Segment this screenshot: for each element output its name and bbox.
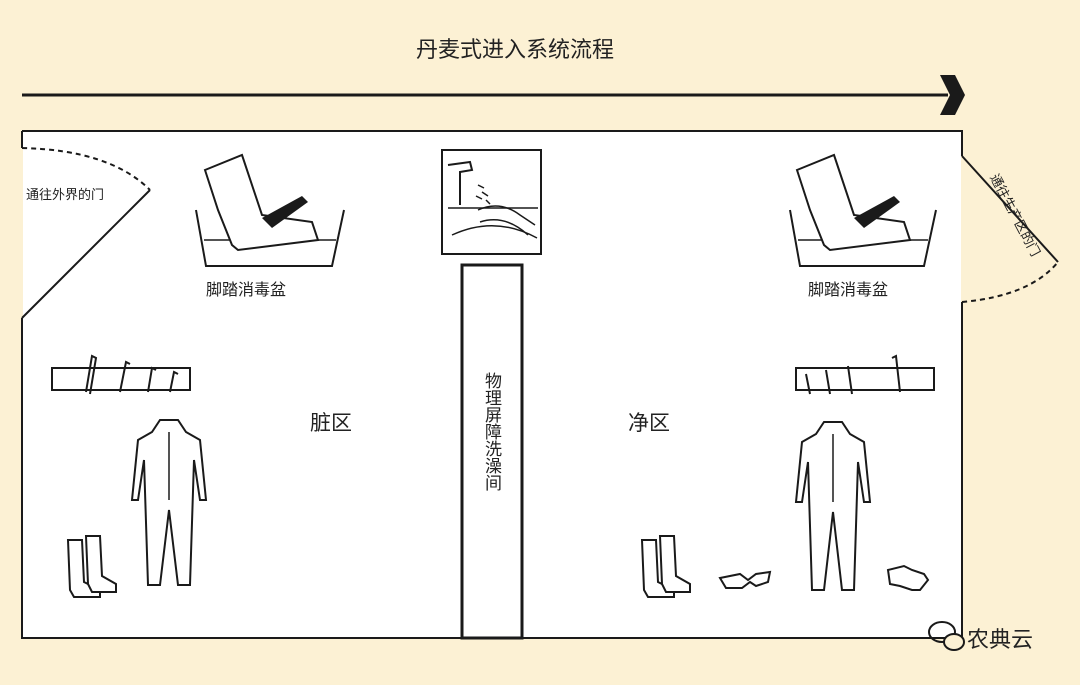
clean-zone-label: 净区 xyxy=(628,411,670,435)
boots-icon xyxy=(640,535,691,598)
coat-rack-icon xyxy=(795,354,935,395)
footbath-dirty-label: 脚踏消毒盆 xyxy=(206,280,287,299)
boots-icon xyxy=(66,535,117,598)
wechat-icon xyxy=(928,621,965,651)
coverall-icon xyxy=(130,419,208,586)
door-outside xyxy=(21,147,151,319)
watermark-text: 农典云 xyxy=(967,628,1034,653)
footbath-icon xyxy=(195,153,345,267)
footbath-icon xyxy=(789,153,937,267)
handwash-icon xyxy=(441,149,542,255)
diagram-title: 丹麦式进入系统流程 xyxy=(415,38,614,63)
barrier-shower-label: 物理屏障洗澡间 xyxy=(481,372,501,491)
arrow-right-icon xyxy=(22,75,965,115)
coverall-icon xyxy=(794,421,872,591)
door-outside-label: 通往外界的门 xyxy=(26,188,105,203)
barrier-shower-wall xyxy=(460,263,524,640)
door-production xyxy=(961,155,1059,303)
goggles-icon xyxy=(718,570,772,589)
glove-icon xyxy=(886,564,930,591)
dirty-zone-label: 脏区 xyxy=(310,411,352,435)
footbath-clean-label: 脚踏消毒盆 xyxy=(808,280,889,299)
coat-rack-icon xyxy=(51,354,191,395)
